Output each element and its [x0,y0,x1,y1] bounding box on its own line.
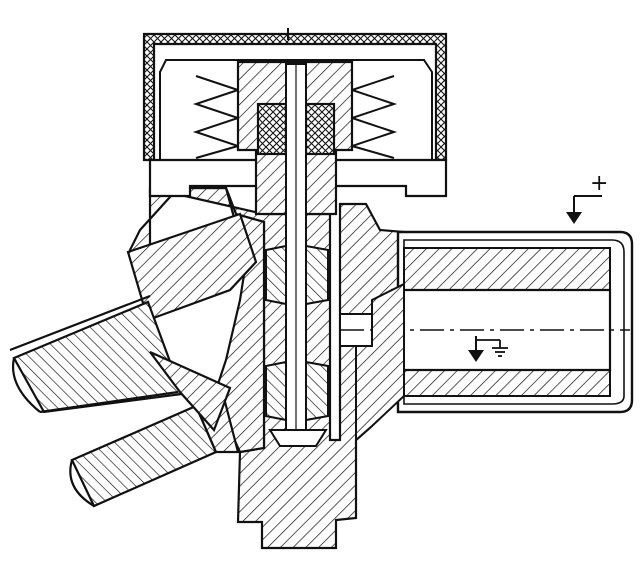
positive-terminal-label: + [590,171,608,196]
right-seal [304,102,336,156]
plunger [236,60,354,447]
ground-symbol-icon [476,339,508,357]
upper-inlet-pipe [9,212,258,414]
right-outlet-housing [339,230,634,443]
ground-marker [468,336,508,362]
positive-terminal-marker: + [566,171,608,224]
arrow-marker-icon [566,212,582,224]
valve-stages [265,244,329,447]
left-seal [256,102,288,156]
arrow-marker-icon [468,350,484,362]
lower-inlet-pipe [69,350,240,508]
